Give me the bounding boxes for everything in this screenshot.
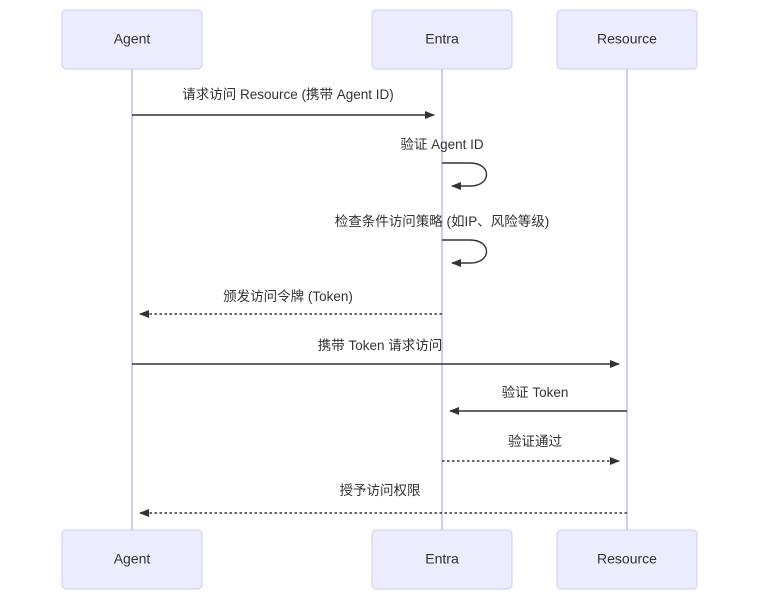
- message-3: 检查条件访问策略 (如IP、风险等级): [335, 213, 550, 267]
- actor-label-entra-top: Entra: [425, 31, 459, 47]
- message-6: 验证 Token: [449, 385, 627, 415]
- message-2-self-arrow: [442, 162, 487, 190]
- actor-bottom-resource[interactable]: Resource: [556, 529, 698, 590]
- message-3-label: 检查条件访问策略 (如IP、风险等级): [335, 213, 550, 229]
- message-1: 请求访问 Resource (携带 Agent ID): [132, 87, 435, 119]
- actor-bottom-entra[interactable]: Entra: [371, 529, 513, 590]
- message-4-label: 颁发访问令牌 (Token): [223, 288, 353, 304]
- message-2: 验证 Agent ID: [400, 137, 487, 190]
- actor-bottom-agent[interactable]: Agent: [61, 529, 203, 590]
- actor-label-resource-top: Resource: [597, 31, 657, 47]
- message-7: 验证通过: [442, 434, 620, 465]
- actor-box-agent-top[interactable]: [61, 9, 203, 70]
- actor-top-entra[interactable]: Entra: [371, 9, 513, 70]
- actor-top-agent[interactable]: Agent: [61, 9, 203, 70]
- actor-top-resource[interactable]: Resource: [556, 9, 698, 70]
- message-5-label: 携带 Token 请求访问: [318, 338, 443, 353]
- actor-label-agent-top: Agent: [114, 31, 151, 47]
- actor-label-resource-bottom: Resource: [597, 551, 657, 567]
- actor-box-resource-top[interactable]: [556, 9, 698, 70]
- message-7-label: 验证通过: [508, 434, 562, 449]
- actor-box-entra-bottom[interactable]: [371, 529, 513, 590]
- message-4: 颁发访问令牌 (Token): [139, 288, 442, 318]
- message-1-label: 请求访问 Resource (携带 Agent ID): [182, 87, 394, 102]
- message-8-label: 授予访问权限: [340, 482, 421, 498]
- message-2-label: 验证 Agent ID: [400, 137, 484, 152]
- message-5: 携带 Token 请求访问: [132, 338, 620, 368]
- actor-label-entra-bottom: Entra: [425, 551, 459, 567]
- actor-box-entra-top[interactable]: [371, 9, 513, 70]
- message-8: 授予访问权限: [139, 482, 627, 517]
- actor-box-resource-bottom[interactable]: [556, 529, 698, 590]
- message-6-label: 验证 Token: [502, 385, 569, 400]
- actor-label-agent-bottom: Agent: [114, 551, 151, 567]
- actor-box-agent-bottom[interactable]: [61, 529, 203, 590]
- message-3-self-arrow: [442, 239, 487, 267]
